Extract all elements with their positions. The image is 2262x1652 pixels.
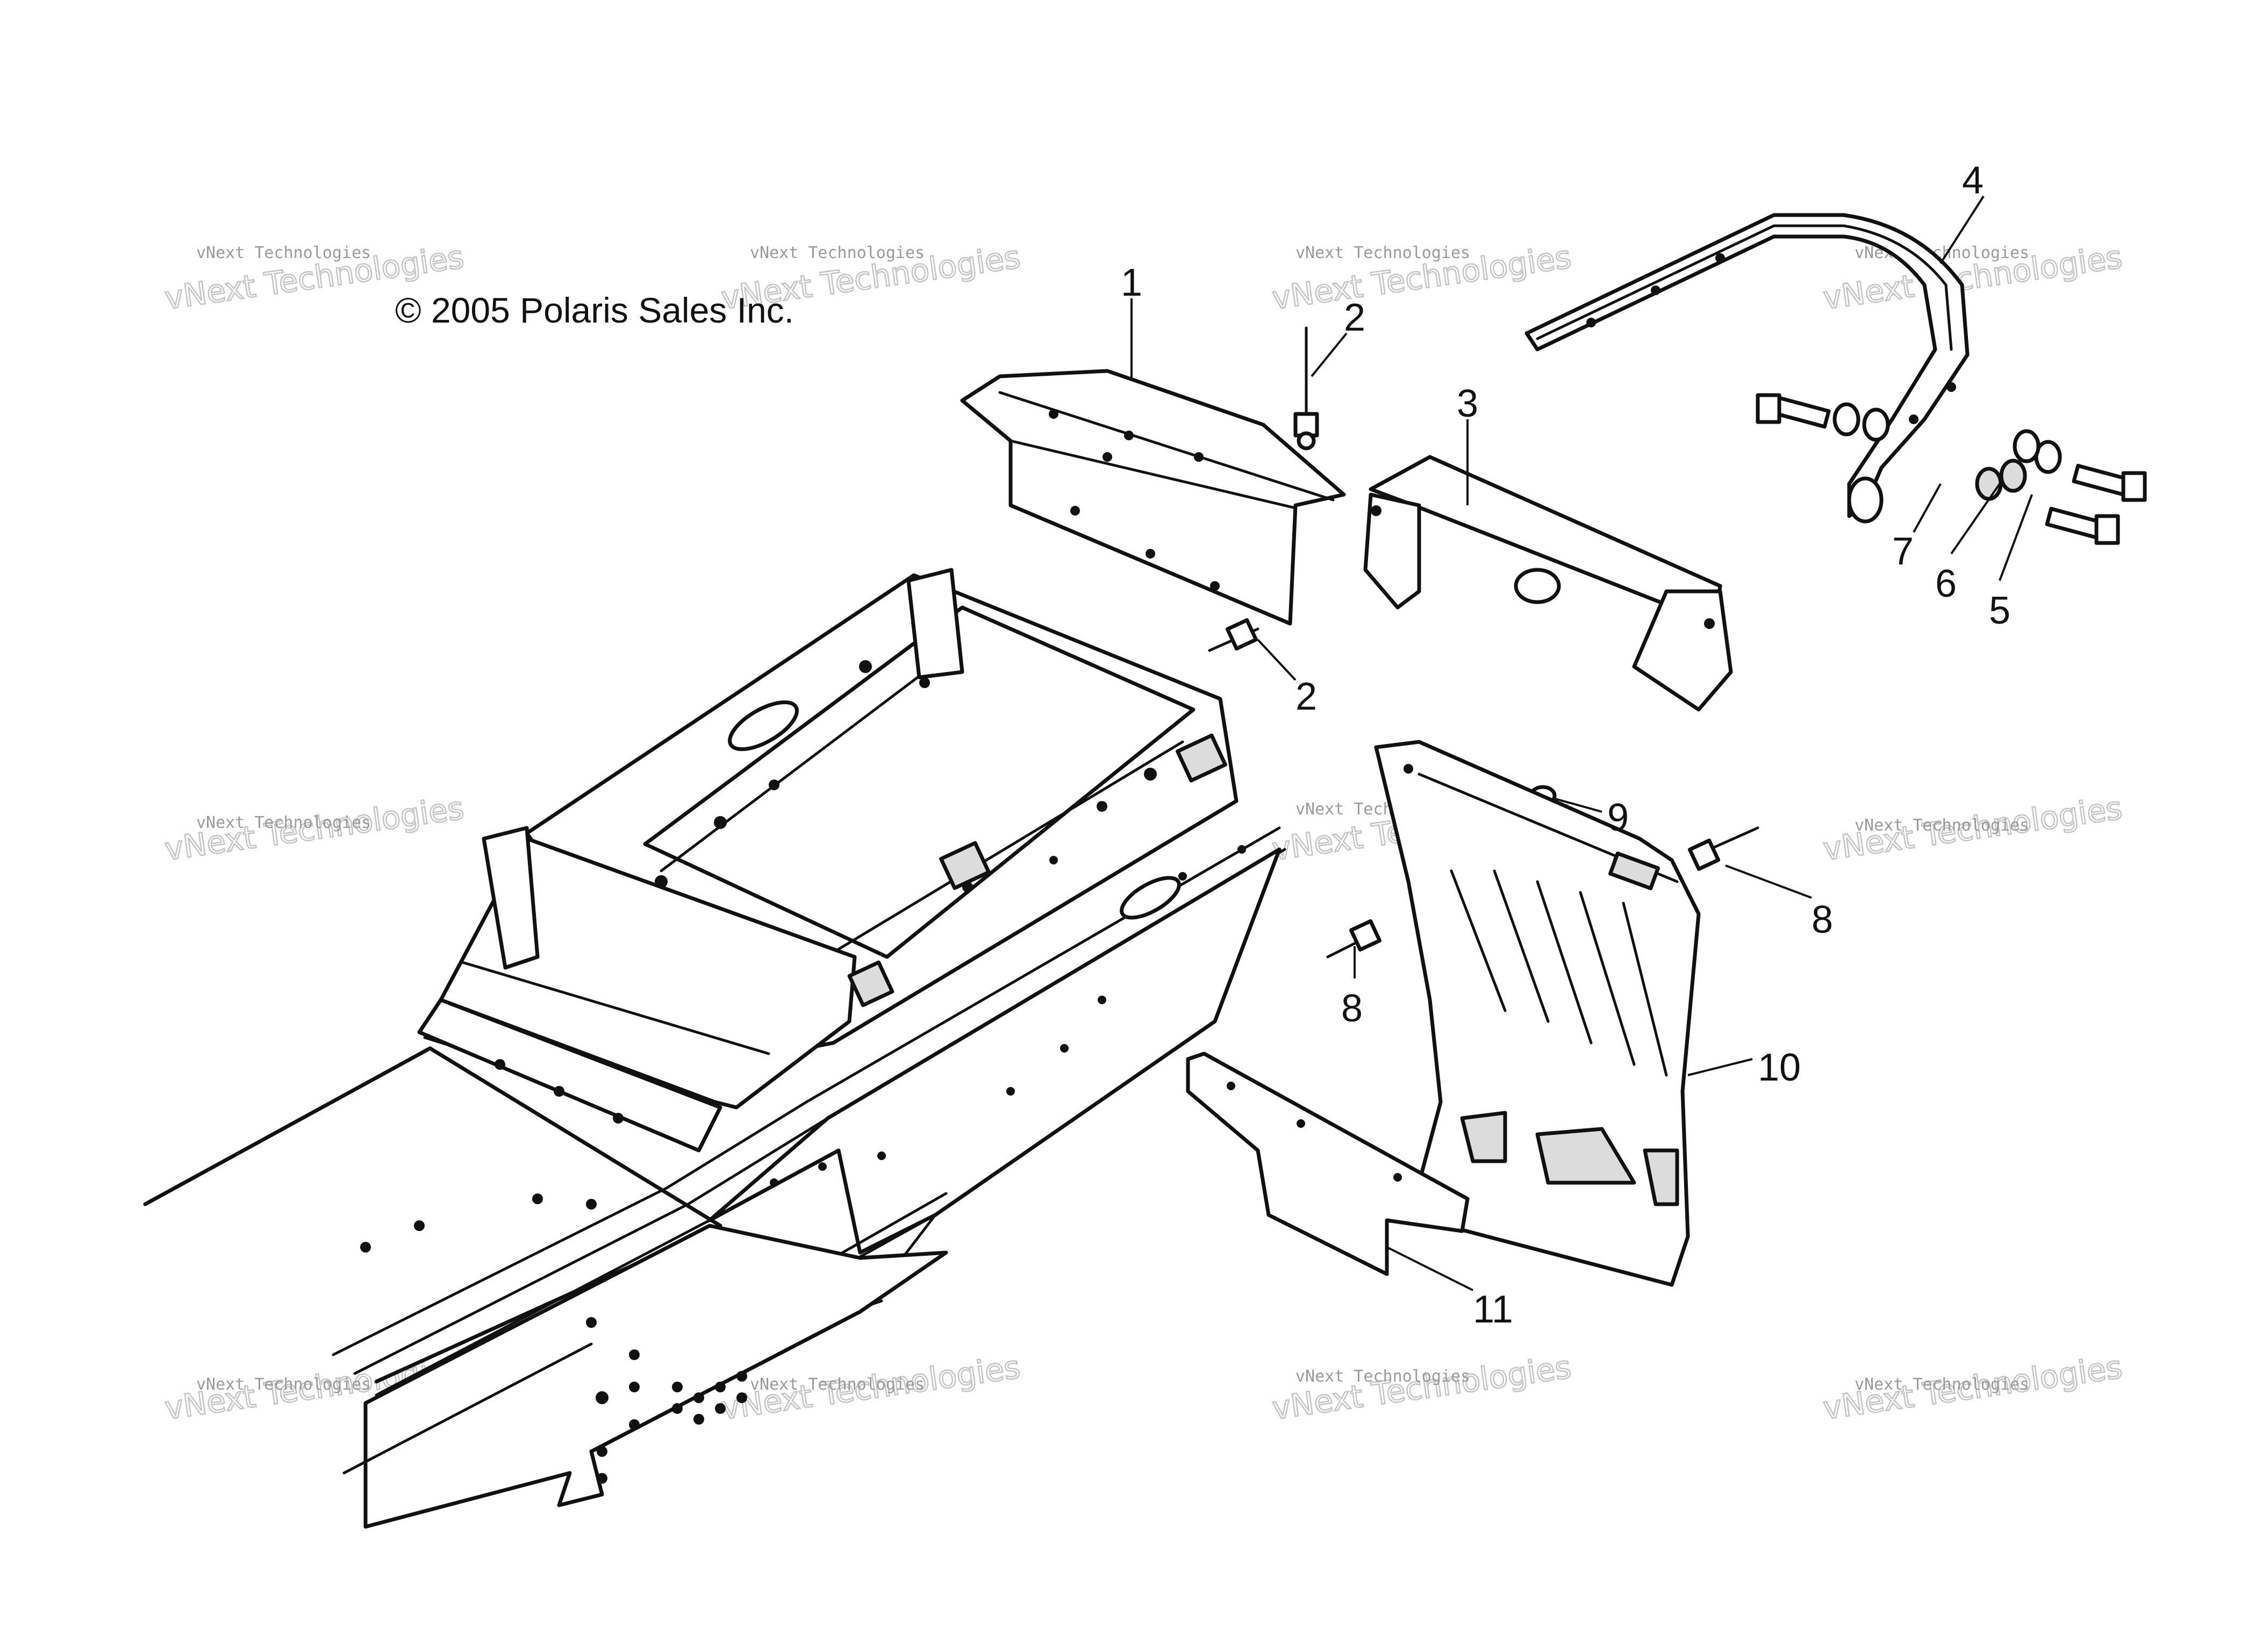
- part-2-rivet-upper: [1293, 326, 1319, 450]
- callout-11: 11: [1473, 1288, 1513, 1331]
- tunnel-slot: [1120, 876, 1181, 920]
- callout-8: 8: [1341, 987, 1363, 1030]
- svg-text:vNext Technologies: vNext Technologies: [1295, 244, 1470, 262]
- copyright-notice: © 2005 Polaris Sales Inc.: [395, 290, 794, 330]
- callout-8: 8: [1812, 898, 1833, 941]
- svg-text:vNext Technologies: vNext Technologies: [1855, 1375, 2029, 1394]
- tunnel-chassis: [143, 568, 1286, 1529]
- callout-3: 3: [1457, 382, 1478, 425]
- part-8-rivet-left: [1326, 919, 1382, 959]
- svg-text:vNext Technologies: vNext Technologies: [196, 244, 371, 262]
- part-5-bolt: [2045, 506, 2120, 545]
- part-1-seat-cover: [960, 369, 1346, 626]
- part-5-bolt: [2072, 463, 2147, 502]
- tunnel-holes: [360, 660, 1246, 1484]
- callouts: 1 2 2 3 4 5 6 7 8 8 9 10 11: [1121, 159, 2010, 1331]
- part-6-washer: [1832, 402, 2062, 493]
- leader-lines: [1130, 195, 2033, 1291]
- latch-block: [847, 960, 894, 1007]
- latch-block: [939, 841, 991, 890]
- part-4-grab-bar: [1524, 213, 1970, 524]
- svg-text:vNext Technologies: vNext Technologies: [1855, 816, 2029, 835]
- callout-2: 2: [1295, 675, 1317, 718]
- part-3-support-bracket: [1363, 455, 1733, 712]
- svg-text:vNext Technologies: vNext Technologies: [1295, 1367, 1470, 1386]
- part-7-lock-washer: [1862, 407, 2041, 501]
- callout-4: 4: [1962, 159, 1984, 202]
- part-10-snow-flap: [1374, 740, 1701, 1287]
- part-2-rivet-lower: [1208, 618, 1259, 652]
- callout-9: 9: [1607, 796, 1629, 839]
- svg-text:vNext Technologies: vNext Technologies: [750, 1375, 925, 1394]
- callout-10: 10: [1758, 1046, 1801, 1089]
- callout-1: 1: [1121, 261, 1142, 304]
- callout-7: 7: [1892, 530, 1914, 573]
- tunnel-slot: [728, 700, 799, 752]
- part-5-bolt: [1756, 393, 1831, 429]
- callout-6: 6: [1935, 562, 1957, 605]
- callout-5: 5: [1989, 589, 2010, 632]
- latch-block: [1176, 733, 1227, 783]
- part-8-rivet-right: [1687, 826, 1759, 871]
- svg-text:vNext Technologies: vNext Technologies: [196, 1375, 371, 1394]
- callout-2: 2: [1344, 296, 1365, 339]
- svg-text:vNext Technologies: vNext Technologies: [196, 813, 371, 832]
- svg-text:vNext Technologies: vNext Technologies: [750, 244, 925, 262]
